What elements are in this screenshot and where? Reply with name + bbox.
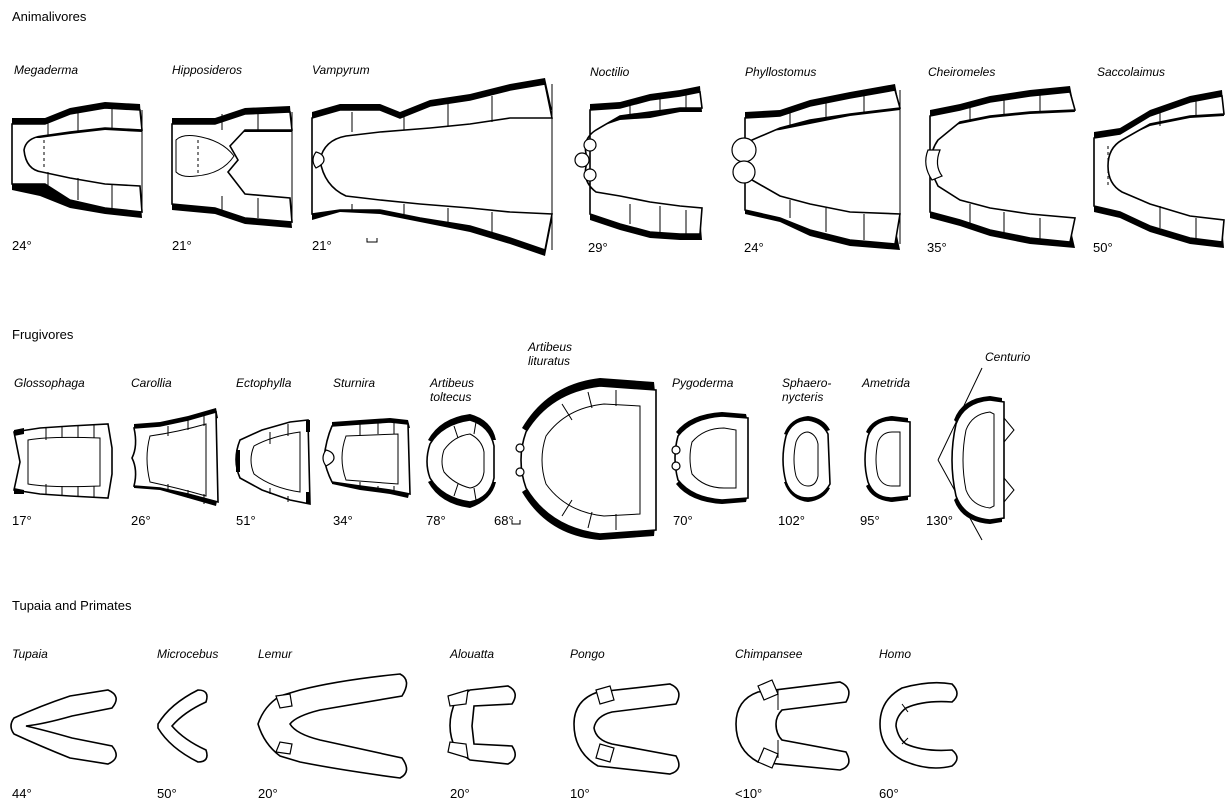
jaw-centurio [938,368,1014,540]
jaw-tupaia [11,690,116,764]
jaw-pygoderma [672,412,748,504]
jaw-hipposideros [172,106,292,228]
jaw-artibeus-toltecus [427,414,496,508]
jaw-sturnira [323,418,410,498]
jaw-cheiromeles [926,86,1075,248]
jaw-sphaeronycteris [783,416,830,502]
jaw-phyllostomus [732,84,900,250]
jaw-carollia [132,408,218,506]
jaw-glossophaga [14,424,112,498]
jaw-alouatta [448,686,515,764]
jaw-chimpansee [736,680,849,770]
jaw-ectophylla [236,420,310,504]
jaw-lemur [258,674,407,778]
jaw-megaderma [12,102,142,218]
jaw-saccolaimus [1094,90,1224,248]
jaw-artibeus-lituratus [512,378,656,540]
jaw-microcebus [158,690,207,762]
jaw-ametrida [865,416,910,502]
jaw-vampyrum [312,78,552,256]
jaw-homo [880,683,957,768]
jaw-noctilio [575,86,702,240]
jaw-pongo [574,684,679,774]
